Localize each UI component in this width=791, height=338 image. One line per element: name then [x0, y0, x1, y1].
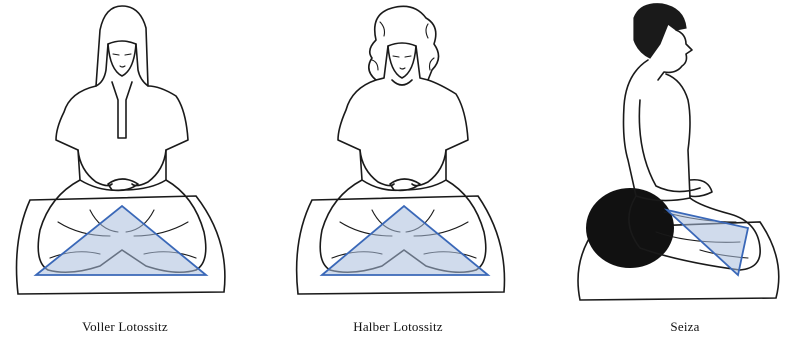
face-half-lotus [388, 46, 416, 78]
figure-half-lotus [297, 6, 505, 294]
torso-half-lotus [338, 80, 468, 190]
caption-half-lotus: Halber Lotossitz [298, 319, 498, 335]
caption-seiza: Seiza [585, 319, 785, 335]
face-full-lotus [108, 44, 136, 76]
figure-seiza [578, 4, 779, 300]
torso-seiza [624, 60, 691, 201]
figure-full-lotus [17, 6, 225, 294]
hair-full-lotus [96, 6, 148, 86]
caption-full-lotus: Voller Lotossitz [25, 319, 225, 335]
